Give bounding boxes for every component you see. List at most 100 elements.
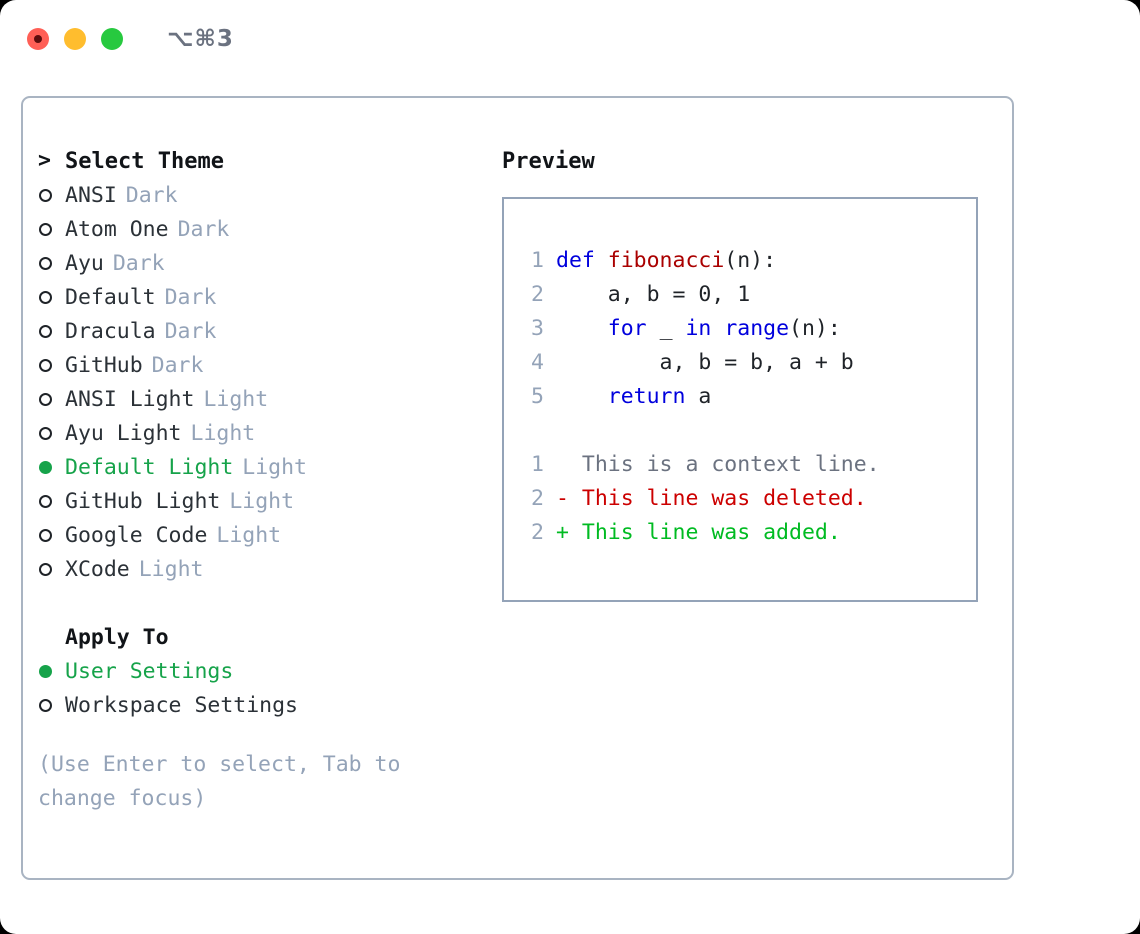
line-number: 1 [531,451,544,477]
code-line: 5 return a [514,379,970,413]
theme-item-label: XCode [65,556,130,582]
code-token: def [556,247,608,273]
code-token: in [685,315,712,341]
theme-item-label: Default [65,284,156,310]
line-number: 2 [531,281,544,307]
line-number: 5 [531,383,544,409]
line-number: 1 [531,247,544,273]
radio-unselected-icon[interactable] [38,184,65,206]
radio-unselected-icon[interactable] [38,524,65,546]
theme-item-ansi-dark[interactable]: ANSI Dark [38,178,498,212]
radio-unselected-icon[interactable] [38,388,65,410]
code-token [556,384,608,409]
apply-to-item-user-settings[interactable]: User Settings [38,654,498,688]
theme-item-label: ANSI Light [65,386,195,412]
radio-selected-icon[interactable] [38,660,65,682]
radio-unselected-icon[interactable] [38,694,65,716]
theme-item-tag: Light [242,454,308,480]
diff-text: This is a context line. [581,451,880,477]
diff-line-added: 2+ This line was added. [514,515,970,549]
radio-unselected-icon[interactable] [38,354,65,376]
apply-to-item-workspace-settings[interactable]: Workspace Settings [38,688,498,722]
diff-text: This line was deleted. [581,485,867,511]
code-token [711,316,724,341]
theme-item-default-light[interactable]: Default Light Light [38,450,498,484]
code-token: _ [646,315,686,341]
theme-item-label: GitHub Light [65,488,221,514]
theme-list-column: > Select Theme ANSI Dark Atom One Dark A… [38,144,498,816]
theme-item-tag: Light [138,556,204,582]
theme-item-github-light[interactable]: GitHub Light Light [38,484,498,518]
close-button[interactable] [27,28,49,50]
keyboard-hint-text: (Use Enter to select, Tab to change focu… [38,752,414,811]
code-token: fibonacci [607,247,725,273]
theme-item-label: Ayu [65,250,104,276]
theme-item-tag: Dark [164,318,217,344]
code-token: (n): [724,247,777,273]
apply-to-header: Apply To [38,620,498,654]
theme-item-label: Google Code [65,522,208,548]
diff-sign: - [556,485,582,511]
diff-text: This line was added. [581,519,841,545]
apply-to-item-label: Workspace Settings [65,692,298,718]
code-line: 4 a, b = b, a + b [514,345,970,379]
code-gap [514,413,970,447]
theme-item-tag: Dark [112,250,165,276]
theme-item-label: Dracula [65,318,156,344]
theme-item-ayu-light[interactable]: Ayu Light Light [38,416,498,450]
theme-item-tag: Light [190,420,256,446]
theme-item-label: GitHub [65,352,143,378]
theme-item-tag: Light [203,386,269,412]
radio-unselected-icon[interactable] [38,422,65,444]
theme-item-atom-one-dark[interactable]: Atom One Dark [38,212,498,246]
code-token: for [607,315,647,341]
radio-unselected-icon[interactable] [38,218,65,240]
theme-item-default-dark[interactable]: Default Dark [38,280,498,314]
theme-item-tag: Dark [125,182,178,208]
theme-item-label: Default Light [65,454,234,480]
minimize-button[interactable] [64,28,86,50]
code-line: 2 a, b = 0, 1 [514,277,970,311]
theme-item-label: ANSI [65,182,117,208]
radio-selected-icon[interactable] [38,456,65,478]
theme-item-github-dark[interactable]: GitHub Dark [38,348,498,382]
diff-sign: + [556,519,582,545]
caret-icon: > [38,148,51,174]
theme-item-label: Ayu Light [65,420,182,446]
code-token: range [724,315,790,341]
radio-unselected-icon[interactable] [38,558,65,580]
theme-item-tag: Light [229,488,295,514]
code-token: a [685,383,712,409]
line-number: 3 [531,315,544,341]
code-token: (n): [789,315,841,341]
code-token: return [607,383,686,409]
code-line: 3 for _ in range(n): [514,311,970,345]
theme-item-tag: Dark [164,284,217,310]
apply-to-item-label: User Settings [65,658,234,684]
line-number: 2 [531,485,544,511]
theme-item-dracula-dark[interactable]: Dracula Dark [38,314,498,348]
diff-sign [556,452,582,477]
select-theme-header: > Select Theme [38,144,498,178]
maximize-button[interactable] [101,28,123,50]
theme-item-xcode[interactable]: XCode Light [38,552,498,586]
diff-line-context: 1 This is a context line. [514,447,970,481]
radio-unselected-icon[interactable] [38,320,65,342]
diff-line-deleted: 2- This line was deleted. [514,481,970,515]
radio-unselected-icon[interactable] [38,490,65,512]
theme-item-ayu-dark[interactable]: Ayu Dark [38,246,498,280]
theme-item-google-code[interactable]: Google Code Light [38,518,498,552]
radio-unselected-icon[interactable] [38,252,65,274]
list-spacer [38,586,498,620]
code-line: 1 def fibonacci(n): [514,243,970,277]
traffic-lights [27,28,123,50]
theme-item-label: Atom One [65,216,169,242]
radio-unselected-icon[interactable] [38,286,65,308]
theme-item-ansi-light[interactable]: ANSI Light Light [38,382,498,416]
line-number: 4 [531,349,544,375]
preview-title: Preview [502,148,595,174]
theme-item-tag: Dark [177,216,230,242]
